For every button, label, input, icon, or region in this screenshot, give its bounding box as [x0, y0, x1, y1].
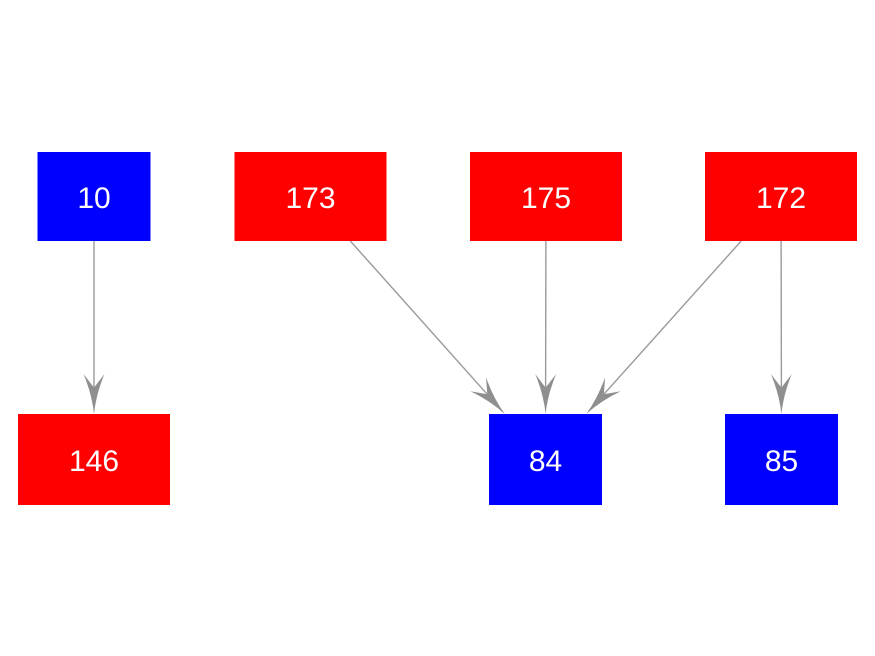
node-146[interactable]: 146	[18, 414, 170, 505]
node-175[interactable]: 175	[470, 152, 622, 241]
edge-172-85	[770, 240, 792, 414]
edge-line	[349, 240, 490, 397]
node-label: 146	[69, 445, 119, 478]
edge-arrowhead	[535, 374, 557, 414]
node-85[interactable]: 85	[725, 414, 838, 505]
edge-175-84	[535, 240, 557, 414]
node-label: 10	[77, 182, 110, 215]
edge-layer	[83, 240, 792, 414]
node-label: 175	[521, 182, 571, 215]
edge-172-84	[586, 240, 742, 414]
node-box	[705, 152, 857, 241]
node-box	[234, 152, 387, 241]
node-172[interactable]: 172	[705, 152, 857, 241]
node-box	[18, 414, 170, 505]
node-box	[725, 414, 838, 505]
node-84[interactable]: 84	[489, 414, 602, 505]
edge-10-146	[83, 241, 105, 414]
node-label: 85	[765, 445, 798, 478]
node-box	[470, 152, 622, 241]
node-label: 173	[285, 182, 335, 215]
edge-173-84	[349, 240, 505, 414]
node-label: 172	[756, 182, 806, 215]
edge-arrowhead	[83, 374, 105, 414]
edge-arrowhead	[470, 377, 505, 414]
edge-arrowhead	[770, 374, 792, 414]
node-layer: 10 173 175 172 146 84 85	[18, 152, 857, 505]
node-label: 84	[529, 445, 562, 478]
node-173[interactable]: 173	[234, 152, 387, 241]
node-box	[489, 414, 602, 505]
node-box	[37, 152, 151, 241]
edge-line	[601, 240, 742, 397]
edge-arrowhead	[586, 377, 621, 414]
node-10[interactable]: 10	[37, 152, 151, 241]
